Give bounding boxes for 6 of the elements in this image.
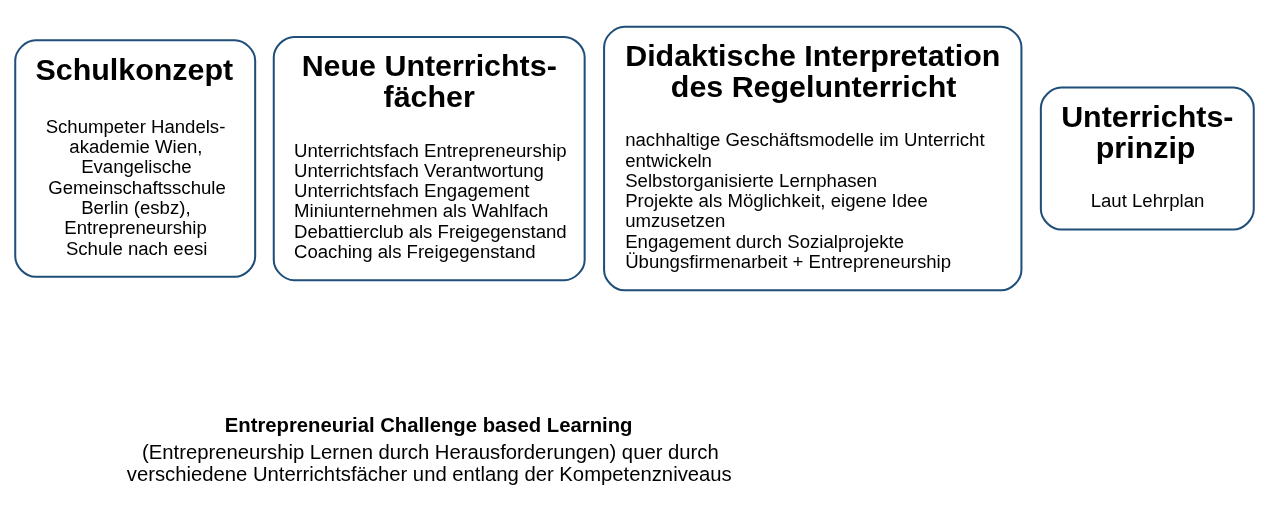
- node-box: Neue Unterrichts- fächer Unterrichtsfach Entrepreneurship Unterrichtsfach Verantwortung Unterrichtsfach Engagement Miniunternehmen als Wahlfach Debattierclub als Freigegenstand Coaching als Freigegenstand: [272, 35, 586, 282]
- node-box: Didaktische Interpretation des Regelunterricht nachhaltige Geschäftsmodelle im Unterricht entwickeln Selbstorganisierte Lernphasen Projekte als Möglichkeit, eigene Idee umzusetzen Engagement durch Sozialprojekte Übungsfirmenarbeit + Entrepreneurship: [603, 25, 1023, 292]
- label: Entrepreneurial Challenge based Learning: [224, 414, 633, 437]
- node-box: Schulkonzept Schumpeter Handels- akademie Wien, Evangelische Gemeinschaftsschule Berlin (esbz), Entrepreneurship Schule nach eesi: [14, 39, 257, 278]
- node-box: Unterrichts- prinzip Laut Lehrplan: [1039, 86, 1255, 231]
- label: (Entrepreneurship Lernen durch Herausforderungen) quer durch verschiedene Unterrichtsfächer und entlang der Kompetenzniveaus: [126, 441, 732, 486]
